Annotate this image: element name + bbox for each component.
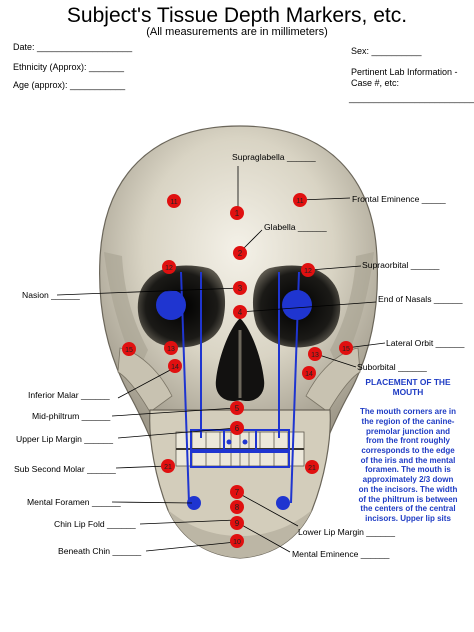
svg-text:1: 1 bbox=[235, 209, 240, 218]
marker-12-left: 12 bbox=[301, 263, 315, 277]
placement-title-1: PLACEMENT OF THE bbox=[365, 377, 451, 387]
marker-7: 7 bbox=[230, 485, 244, 499]
marker-21-left: 21 bbox=[305, 460, 319, 474]
placement-line: incisors. Upper lip sits bbox=[365, 513, 451, 523]
placement-title-2: MOUTH bbox=[392, 386, 424, 397]
page-title: Subject's Tissue Depth Markers, etc. bbox=[66, 4, 408, 27]
svg-text:13: 13 bbox=[311, 352, 319, 359]
placement-line: from the front roughly bbox=[366, 436, 450, 446]
placement-line: of the iris and the mental bbox=[360, 455, 456, 465]
marker-15-left: 15 bbox=[339, 341, 353, 355]
label-mid-philtrum: Mid-philtrum ______ bbox=[32, 411, 111, 421]
marker-9: 9 bbox=[230, 516, 244, 530]
label-supraglabella: Supraglabella ______ bbox=[232, 152, 316, 162]
placement-line: on the incisors. The width bbox=[358, 484, 458, 494]
svg-text:15: 15 bbox=[342, 346, 350, 353]
date-field[interactable]: Date: ___________________ bbox=[13, 42, 133, 52]
age-field[interactable]: Age (approx): ___________ bbox=[13, 80, 126, 90]
marker-13-right: 13 bbox=[164, 341, 178, 355]
marker-13-left: 13 bbox=[308, 347, 322, 361]
marker-5: 5 bbox=[230, 401, 244, 415]
label-mental-foramen: Mental Foramen ______ bbox=[27, 497, 121, 507]
marker-2: 2 bbox=[233, 246, 247, 260]
placement-line: of the philtrum is between bbox=[358, 494, 458, 504]
label-lower-lip-margin: Lower Lip Margin ______ bbox=[298, 527, 395, 537]
svg-text:4: 4 bbox=[238, 308, 243, 317]
label-end-of-nasals: End of Nasals ______ bbox=[378, 294, 463, 304]
svg-text:10: 10 bbox=[233, 539, 241, 546]
lab-info-label-1: Pertinent Lab Information - bbox=[351, 67, 458, 77]
marker-14-left: 14 bbox=[302, 366, 316, 380]
placement-line: the region of the canine- bbox=[361, 416, 455, 426]
right-iris-marker bbox=[156, 290, 186, 320]
svg-text:8: 8 bbox=[235, 503, 240, 512]
marker-4: 4 bbox=[233, 305, 247, 319]
marker-6: 6 bbox=[230, 421, 244, 435]
svg-text:12: 12 bbox=[304, 268, 312, 275]
marker-10: 10 bbox=[230, 534, 244, 548]
placement-line: corresponds to the edge bbox=[361, 446, 455, 455]
tissue-depth-markers: 1 2 3 4 5 6 7 8 9 10 11 11 12 12 13 13 1… bbox=[122, 193, 353, 548]
label-inferior-malar: Inferior Malar ______ bbox=[28, 390, 110, 400]
svg-text:11: 11 bbox=[296, 198, 303, 205]
svg-text:12: 12 bbox=[165, 265, 173, 272]
marker-11-right: 11 bbox=[167, 194, 181, 208]
placement-line: premolar junction and bbox=[365, 426, 450, 436]
label-lateral-orbit: Lateral Orbit ______ bbox=[386, 338, 465, 348]
placement-line: foramen. The mouth is bbox=[365, 465, 451, 475]
placement-note: PLACEMENT OF THE MOUTH The mouth corners… bbox=[350, 377, 466, 524]
ethnicity-field[interactable]: Ethnicity (Approx): _______ bbox=[13, 62, 125, 72]
lab-info-field[interactable]: ____________________________ bbox=[349, 93, 474, 103]
label-mental-eminence: Mental Eminence ______ bbox=[292, 549, 390, 559]
svg-text:21: 21 bbox=[164, 464, 172, 471]
marker-14-right: 14 bbox=[168, 359, 182, 373]
marker-12-right: 12 bbox=[162, 260, 176, 274]
svg-text:14: 14 bbox=[305, 371, 313, 378]
svg-text:15: 15 bbox=[125, 347, 133, 354]
marker-1: 1 bbox=[230, 206, 244, 220]
marker-11-left: 11 bbox=[293, 193, 307, 207]
label-chin-lip-fold: Chin Lip Fold ______ bbox=[54, 519, 136, 529]
left-iris-marker bbox=[282, 290, 312, 320]
label-glabella: Glabella ______ bbox=[264, 222, 327, 232]
svg-text:6: 6 bbox=[235, 424, 240, 433]
marker-8: 8 bbox=[230, 500, 244, 514]
placement-line: The mouth corners are in bbox=[359, 407, 457, 417]
svg-text:9: 9 bbox=[235, 519, 240, 528]
label-sub-second-molar: Sub Second Molar ______ bbox=[14, 464, 116, 474]
placement-line: approximately 2/3 down bbox=[362, 475, 454, 485]
label-upper-lip-margin: Upper Lip Margin ______ bbox=[16, 434, 113, 444]
placement-line: the centers of the central bbox=[360, 504, 456, 514]
label-suborbital: Suborbital ______ bbox=[357, 362, 427, 372]
marker-21-right: 21 bbox=[161, 459, 175, 473]
label-frontal-eminence: Frontal Eminence _____ bbox=[352, 194, 446, 204]
lab-info-label-2: Case #, etc: bbox=[351, 78, 400, 88]
svg-text:7: 7 bbox=[235, 488, 240, 497]
svg-text:13: 13 bbox=[167, 346, 175, 353]
page-subtitle: (All measurements are in millimeters) bbox=[146, 26, 328, 38]
svg-text:21: 21 bbox=[308, 465, 316, 472]
left-mental-foramen-marker bbox=[276, 496, 290, 510]
marker-15-right: 15 bbox=[122, 342, 136, 356]
label-beneath-chin: Beneath Chin ______ bbox=[58, 546, 142, 556]
svg-text:5: 5 bbox=[235, 404, 240, 413]
label-nasion: Nasion ______ bbox=[22, 290, 80, 300]
svg-text:2: 2 bbox=[238, 249, 243, 258]
right-mental-foramen-marker bbox=[187, 496, 201, 510]
svg-text:14: 14 bbox=[171, 364, 179, 371]
sex-field[interactable]: Sex: __________ bbox=[351, 46, 422, 56]
svg-text:11: 11 bbox=[170, 199, 177, 206]
marker-3: 3 bbox=[233, 281, 247, 295]
label-supraorbital: Supraorbital ______ bbox=[362, 260, 440, 270]
svg-text:3: 3 bbox=[238, 284, 243, 293]
